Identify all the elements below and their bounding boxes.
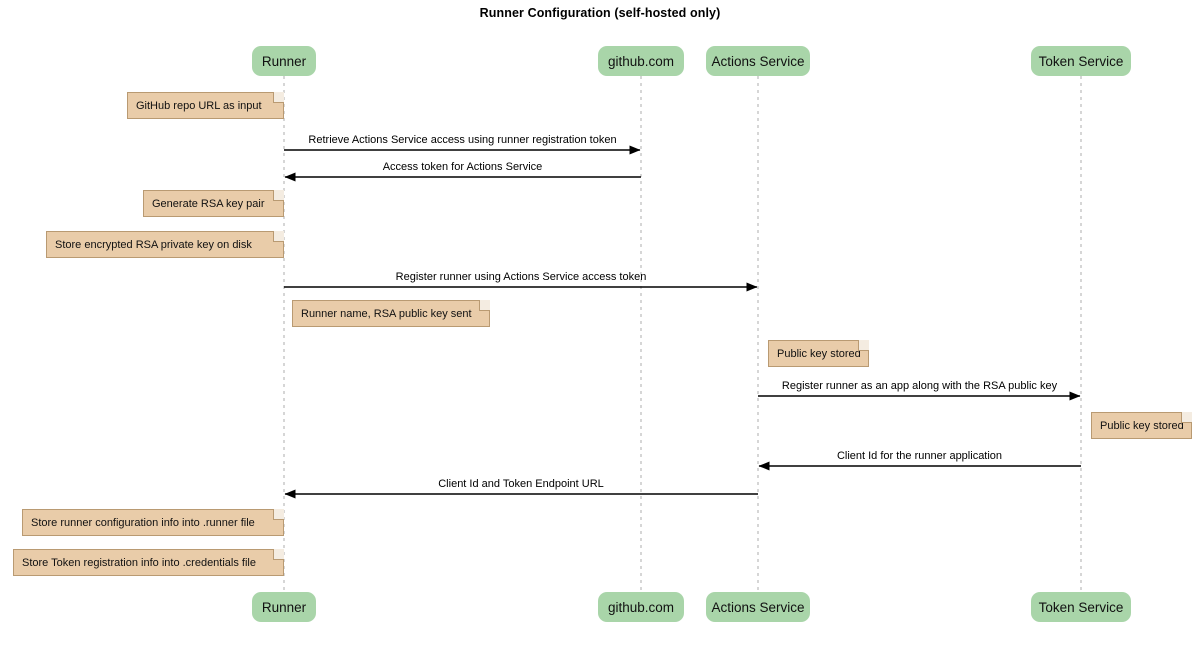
message-label-retrieve-actions-service-access-using-ru: Retrieve Actions Service access using ru… [308,134,617,146]
note-store-token-registration-info-into-crede: Store Token registration info into .cred… [13,549,284,576]
page-title: Runner Configuration (self-hosted only) [479,6,721,20]
note-runner-name-rsa-public-key-sent: Runner name, RSA public key sent [292,300,490,327]
message-label-access-token-for-actions-service: Access token for Actions Service [382,161,543,173]
message-label-register-runner-as-an-app-along-with-the: Register runner as an app along with the… [781,380,1058,392]
note-fold-corner-icon [273,509,284,520]
message-label-client-id-and-token-endpoint-url: Client Id and Token Endpoint URL [438,478,604,490]
note-fold-corner-icon [273,549,284,560]
note-public-key-stored: Public key stored [1091,412,1192,439]
message-arrows-group [284,145,1081,499]
note-text: Public key stored [1100,419,1184,432]
note-text: Store Token registration info into .cred… [22,556,256,569]
note-text: Generate RSA key pair [152,197,265,210]
note-fold-corner-icon [273,231,284,242]
note-text: GitHub repo URL as input [136,99,262,112]
lifelines-group [283,76,1082,592]
note-text: Runner name, RSA public key sent [301,307,472,320]
note-text: Store runner configuration info into .ru… [31,516,255,529]
participant-bottom-actions-service[interactable]: Actions Service [706,592,810,622]
note-store-runner-configuration-info-into-run: Store runner configuration info into .ru… [22,509,284,536]
note-fold-corner-icon [858,340,869,351]
note-github-repo-url-as-input: GitHub repo URL as input [127,92,284,119]
participant-top-actions-service[interactable]: Actions Service [706,46,810,76]
message-label-register-runner-using-actions-service-ac: Register runner using Actions Service ac… [395,271,647,283]
note-generate-rsa-key-pair: Generate RSA key pair [143,190,284,217]
participant-bottom-token-service[interactable]: Token Service [1031,592,1131,622]
participant-top-github-com[interactable]: github.com [598,46,684,76]
participant-bottom-runner[interactable]: Runner [252,592,316,622]
note-store-encrypted-rsa-private-key-on-disk: Store encrypted RSA private key on disk [46,231,284,258]
note-fold-corner-icon [1181,412,1192,423]
note-fold-corner-icon [273,92,284,103]
note-public-key-stored: Public key stored [768,340,869,367]
participant-top-runner[interactable]: Runner [252,46,316,76]
participant-bottom-github-com[interactable]: github.com [598,592,684,622]
note-fold-corner-icon [273,190,284,201]
note-text: Public key stored [777,347,861,360]
participant-top-token-service[interactable]: Token Service [1031,46,1131,76]
message-label-client-id-for-the-runner-application: Client Id for the runner application [836,450,1003,462]
note-fold-corner-icon [479,300,490,311]
note-text: Store encrypted RSA private key on disk [55,238,252,251]
